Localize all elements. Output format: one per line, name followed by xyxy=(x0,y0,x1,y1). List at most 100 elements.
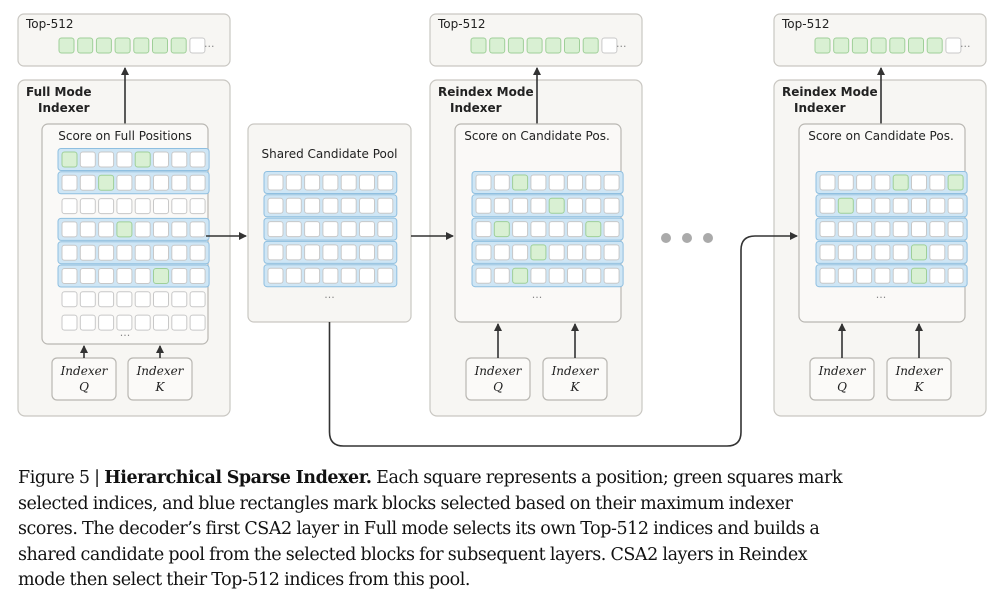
pool-row-cell xyxy=(304,197,321,214)
panel-reindex2-row-cell xyxy=(856,221,873,238)
panel-reindex2-topk-cell xyxy=(870,37,887,54)
panel-reindex2-topk-cell xyxy=(814,37,831,54)
panel-reindex2-input-label: Indexer xyxy=(818,364,867,378)
panel-reindex2-row-cell xyxy=(856,174,873,191)
panel-full-row-cell xyxy=(189,314,206,331)
panel-reindex1-row-cell xyxy=(567,174,583,191)
panel-reindex1-input-label: Indexer xyxy=(474,364,523,378)
panel-full-row-selected-cell xyxy=(153,268,169,284)
panel-reindex2-rows-more: ... xyxy=(876,288,887,301)
panel-full-row-cell xyxy=(189,221,206,238)
panel-full-row-cell xyxy=(189,174,206,191)
pool-row-cell xyxy=(267,221,284,238)
panel-reindex2-row-cell xyxy=(892,221,909,238)
panel-full-row-cell xyxy=(79,221,96,238)
panel-full-row-cell xyxy=(116,198,133,215)
panel-reindex2-row-selected-cell xyxy=(911,267,927,284)
panel-full-topk-cell xyxy=(77,37,94,54)
panel-reindex2-title-line-2: Indexer xyxy=(794,101,846,115)
panel-reindex1-row-cell xyxy=(567,221,583,238)
panel-full-row-cell xyxy=(189,291,206,308)
panel-full-row-cell xyxy=(116,244,133,261)
panel-reindex1-row-cell xyxy=(603,221,620,238)
panel-full-row-selected-cell xyxy=(61,151,78,168)
panel-reindex2-row-cell xyxy=(911,174,927,191)
panel-full-row-cell xyxy=(61,174,78,191)
panel-full-row-cell xyxy=(79,198,96,215)
panel-full-row-cell xyxy=(134,221,151,238)
pool-row-cell xyxy=(359,267,375,284)
panel-reindex1-row-cell xyxy=(548,221,565,238)
panel-full-input-symbol: Q xyxy=(79,380,89,394)
panel-reindex2-row-cell xyxy=(929,244,946,261)
pool-row-cell xyxy=(359,221,375,238)
panel-reindex2-row-cell xyxy=(947,197,964,214)
panel-full-row-cell xyxy=(171,244,188,261)
panel-reindex1-title-line-2: Indexer xyxy=(450,101,502,115)
panel-full-row-cell xyxy=(134,314,151,331)
caption-line-4: shared candidate pool from the selected … xyxy=(18,544,808,565)
panel-reindex2-row-cell xyxy=(874,174,891,191)
panel-reindex2-row-cell xyxy=(819,174,836,191)
panel-reindex1-row-cell xyxy=(603,267,620,284)
panel-reindex2-row-cell xyxy=(874,197,891,214)
pool-rows-more: ... xyxy=(324,288,335,301)
panel-full-row-cell xyxy=(153,198,169,215)
panel-reindex1-row-cell xyxy=(548,174,565,191)
pool-row-cell xyxy=(340,267,357,284)
panel-reindex2-row-selected-cell xyxy=(837,197,854,214)
panel-reindex2-title-line-1: Reindex Mode xyxy=(782,85,878,99)
panel-reindex1-row-cell xyxy=(475,197,492,214)
pool-row-cell xyxy=(304,267,321,284)
pool-row-cell xyxy=(377,197,394,214)
panel-full-score-title: Score on Full Positions xyxy=(58,129,192,143)
panel-full-row-cell xyxy=(134,268,151,284)
panel-reindex2-topk-cell xyxy=(945,37,962,54)
panel-full-row-cell xyxy=(98,221,115,238)
panel-reindex1-score-title: Score on Candidate Pos. xyxy=(464,129,610,143)
panel-reindex1-row-selected-cell xyxy=(493,221,510,238)
panel-reindex2-row-cell xyxy=(874,244,891,261)
panel-full-title-line-1: Full Mode xyxy=(26,85,91,99)
panel-reindex1-row-selected-cell xyxy=(530,244,547,261)
panel-reindex1-row-cell xyxy=(493,174,510,191)
panel-reindex1-row-cell xyxy=(493,267,510,284)
panel-full-row-cell xyxy=(189,244,206,261)
pool-row-cell xyxy=(267,267,284,284)
panel-reindex2-row-cell xyxy=(837,244,854,261)
panel-reindex1-topk-label: Top-512 xyxy=(437,17,485,31)
panel-full-row-cell xyxy=(98,244,115,261)
panel-reindex2-row-cell xyxy=(892,267,909,284)
pool-row-cell xyxy=(304,221,321,238)
panel-reindex1-input-symbol: Q xyxy=(493,380,503,394)
panel-full-row-cell xyxy=(171,151,188,168)
panel-reindex2-input-symbol: Q xyxy=(837,380,847,394)
panel-reindex2-row-cell xyxy=(911,197,927,214)
panel-reindex2-topk-cell xyxy=(926,37,943,54)
panel-reindex1-row-cell xyxy=(567,244,583,261)
panel-full-row-cell xyxy=(79,174,96,191)
panel-full-row-cell xyxy=(189,151,206,168)
shared-candidate-pool-title: Shared Candidate Pool xyxy=(261,147,397,161)
panel-reindex2-row-cell xyxy=(819,244,836,261)
panel-reindex1-row-cell xyxy=(603,244,620,261)
pool-row-cell xyxy=(322,197,339,214)
panel-reindex2-row-cell xyxy=(947,244,964,261)
panel-full-row-cell xyxy=(61,268,78,284)
panel-full-input-symbol: K xyxy=(155,380,166,394)
panel-full-row-cell xyxy=(134,174,151,191)
panel-reindex1-row-cell xyxy=(475,244,492,261)
ellipsis-dot xyxy=(682,233,692,243)
pool-row-cell xyxy=(267,174,284,191)
panel-full-row-selected-cell xyxy=(98,174,115,191)
panel-full-row-cell xyxy=(171,174,188,191)
panel-reindex1-row-cell xyxy=(603,197,620,214)
panel-full-title-line-2: Indexer xyxy=(38,101,90,115)
panel-full-input-label: Indexer xyxy=(136,364,185,378)
pool-row-cell xyxy=(359,174,375,191)
panel-reindex1-row-selected-cell xyxy=(548,197,565,214)
caption-line-1-text: Each square represents a position; green… xyxy=(371,468,843,488)
panel-full-row-cell xyxy=(79,244,96,261)
panel-reindex1-row-cell xyxy=(512,221,529,238)
